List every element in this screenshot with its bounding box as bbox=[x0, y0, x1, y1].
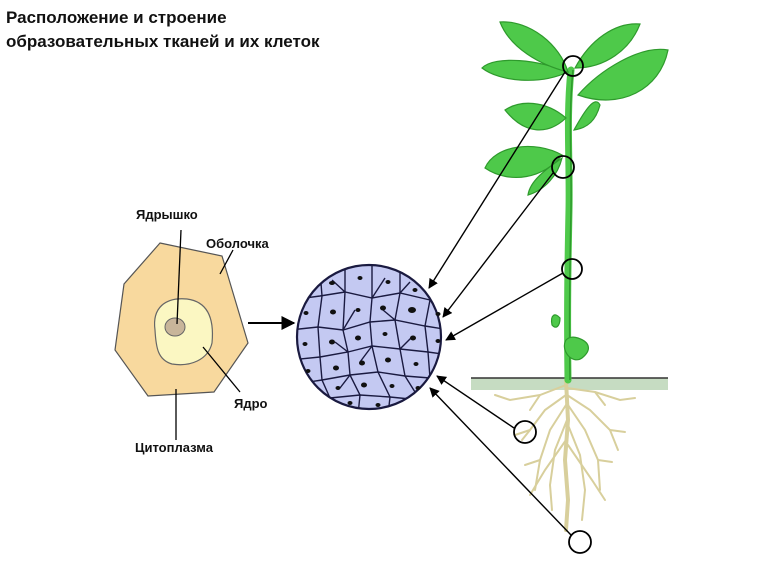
nucleolus-leader bbox=[176, 229, 182, 325]
plant bbox=[481, 21, 669, 554]
marker-root-tip bbox=[568, 530, 592, 554]
label-cytoplasm: Цитоплазма bbox=[135, 440, 213, 455]
plant-cell bbox=[114, 229, 249, 440]
label-nucleus: Ядро bbox=[234, 396, 268, 411]
marker-apical-shoot bbox=[562, 55, 584, 77]
diagram-title: Расположение и строение образовательных … bbox=[6, 6, 320, 54]
plant-leaves bbox=[481, 21, 669, 361]
title-line-1: Расположение и строение bbox=[6, 8, 227, 27]
nucleus-leader bbox=[202, 346, 241, 393]
cell-nucleolus bbox=[164, 317, 186, 337]
membrane-leader bbox=[219, 249, 234, 275]
marker-node bbox=[551, 155, 575, 179]
marker-stem bbox=[561, 258, 583, 280]
growth-point-markers bbox=[513, 55, 592, 554]
label-nucleolus: Ядрышко bbox=[136, 207, 198, 222]
tissue-location-arrows bbox=[428, 71, 572, 536]
label-membrane: Оболочка bbox=[206, 236, 269, 251]
title-line-2: образовательных тканей и их клеток bbox=[6, 32, 320, 51]
tissue-nuclei bbox=[302, 276, 441, 407]
meristem-tissue bbox=[295, 263, 443, 411]
plant-roots bbox=[494, 378, 636, 532]
plant-stem bbox=[564, 66, 575, 384]
marker-lateral-root bbox=[513, 420, 537, 444]
